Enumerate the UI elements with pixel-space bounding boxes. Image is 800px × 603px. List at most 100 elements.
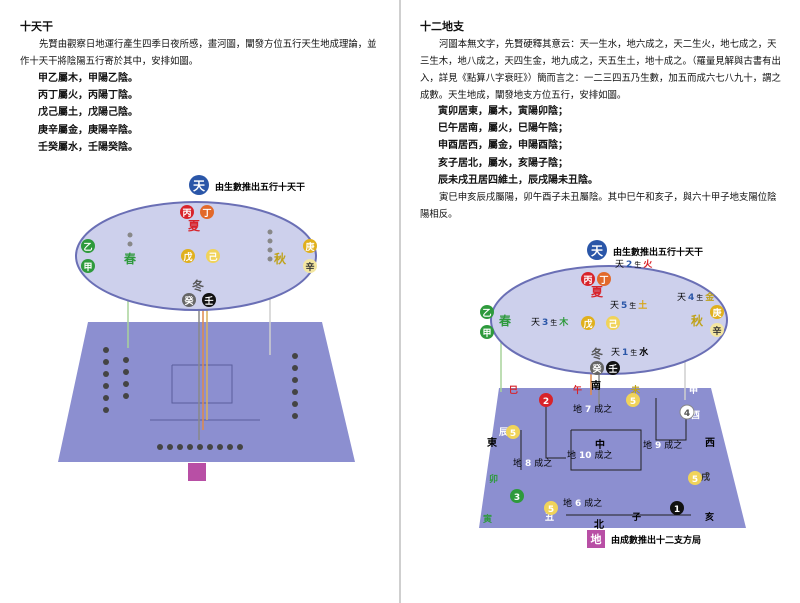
floor-dots [103,347,298,450]
stem-bing: 丙 [182,208,191,219]
heaven-badge [189,175,209,195]
num-badge-one [670,501,684,515]
stem-gui: 癸 [183,295,194,307]
stem-ding: 丁 [202,208,211,219]
branch-mao: 卯 [489,473,498,485]
season-spring-right: 春 [498,313,512,328]
sky-dots [127,229,273,262]
num-badge-five-bottom [544,501,558,515]
num-badge-five-right [688,471,702,485]
num-three: 3 [514,493,520,503]
stem-yi-badge-right [480,305,494,319]
heaven-caption: 由生數推出五行十天干 [215,181,305,193]
stem-gui-badge [182,293,196,307]
heaven-label-right: 天 [591,244,604,258]
stem-xin: 辛 [305,261,314,273]
num-badge-three [510,489,524,503]
heaven-caption-right: 由生數推出五行十天干 [613,246,703,258]
stem-ren: 壬 [204,295,213,307]
stem-ji-right: 己 [608,319,617,330]
stem-bing-badge [180,205,194,219]
num-badge-four [679,404,695,420]
stem-wu: 戊 [182,251,192,263]
branch-yin: 寅 [483,513,492,525]
right-heading: 十二地支 [420,20,464,33]
rule-east: 寅卯居東，屬木，寅陽卯陰； [438,106,568,117]
earth-square [188,463,206,481]
stem-ren-badge [202,293,216,307]
branch-you: 酉 [691,410,700,421]
stem-xin-badge [303,259,317,273]
right-page: 十二地支 河圖本無文字，先賢硬釋其意云：天一生水，地六成之，天二生火，地七成之，… [401,0,800,603]
num-five-left: 5 [510,429,516,439]
season-winter-right: 冬 [591,346,603,361]
season-winter: 冬 [192,278,204,293]
stem-ding-badge-right [597,272,611,286]
num-five-right: 5 [692,475,698,485]
season-spring: 春 [123,251,137,266]
rule-south: 巳午居南，屬火，巳陽午陰； [438,123,568,135]
stem-ji: 己 [208,252,217,263]
stem-jia: 甲 [83,262,92,273]
sky-ellipse [75,201,317,311]
right-rules: 寅卯居東，屬木，寅陽卯陰； 巳午居南，屬火，巳陽午陰； 申酉居西，屬金，申陽酉陰… [438,103,598,189]
left-heading: 十天干 [20,20,53,33]
direction-south: 南 [591,379,601,392]
branch-chou: 丑 [545,512,554,523]
num-badge-five-left [506,425,520,439]
rule-earth: 戊己屬土，戊陽己陰。 [38,107,138,119]
stem-yi: 乙 [83,242,92,253]
right-intro: 河圖本無文字，先賢硬釋其意云：天一生水，地六成之，天二生火，地七成之，天三生木，… [420,39,781,101]
rule-fire: 丙丁屬火，丙陽丁陰。 [38,90,138,102]
rule-west: 申酉居西，屬金，申陽酉陰； [438,140,568,152]
branch-si: 巳 [509,385,518,396]
stem-jia-right: 甲 [482,328,491,339]
direction-center: 中 [595,438,605,451]
floor-lines [520,398,691,516]
stem-xin-right: 辛 [712,325,721,337]
stem-wu-badge-right [581,316,595,330]
num-badge-five-top [626,393,640,407]
num-two: 2 [543,397,549,407]
season-autumn-right: 秋 [691,313,704,328]
earth-badge [587,530,605,548]
ten-stems-diagram: 天 由生數推出五行十天干 夏 春 秋 冬 丙 丁 乙 甲 庚 辛 戊 己 癸 壬 [58,175,355,481]
num-one: 1 [674,505,680,515]
num-five-top: 5 [630,397,636,407]
num-five-bottom: 5 [548,505,554,515]
rule-metal: 庚辛屬金，庚陽辛陰。 [38,124,138,136]
branch-hai: 亥 [705,511,714,523]
stem-yi-badge [81,239,95,253]
stem-ding-badge [200,205,214,219]
direction-east: 東 [487,436,497,449]
right-outro: 寅巳申亥辰戌屬陽，卯午酉子未丑屬陰。其中巳午和亥子，與六十甲子地支陽位陰陽相反。 [420,192,777,220]
stem-ren-badge-right [606,361,620,375]
stem-gui-right: 癸 [591,363,602,375]
season-summer-right: 夏 [591,285,604,299]
heaven-badge-right [587,240,607,260]
stem-wu-right: 戊 [582,318,592,330]
branch-zi: 子 [632,512,641,523]
stem-ji-badge [206,249,220,263]
rule-four-corners: 辰未戌丑居四維土，辰戌陽未丑陰。 [438,174,598,186]
num-badge-two [539,393,553,407]
page-gutter [399,0,401,603]
heaven-label: 天 [193,179,206,193]
stem-geng-right: 庚 [712,307,721,319]
stem-gui-badge-right [590,361,604,375]
season-autumn: 秋 [274,251,287,266]
earth-label: 地 [591,532,602,546]
rule-wood: 甲乙屬木，甲陽乙陰。 [38,73,138,84]
earth-caption: 由成數推出十二支方局 [611,534,701,546]
floor-grid [150,364,260,421]
